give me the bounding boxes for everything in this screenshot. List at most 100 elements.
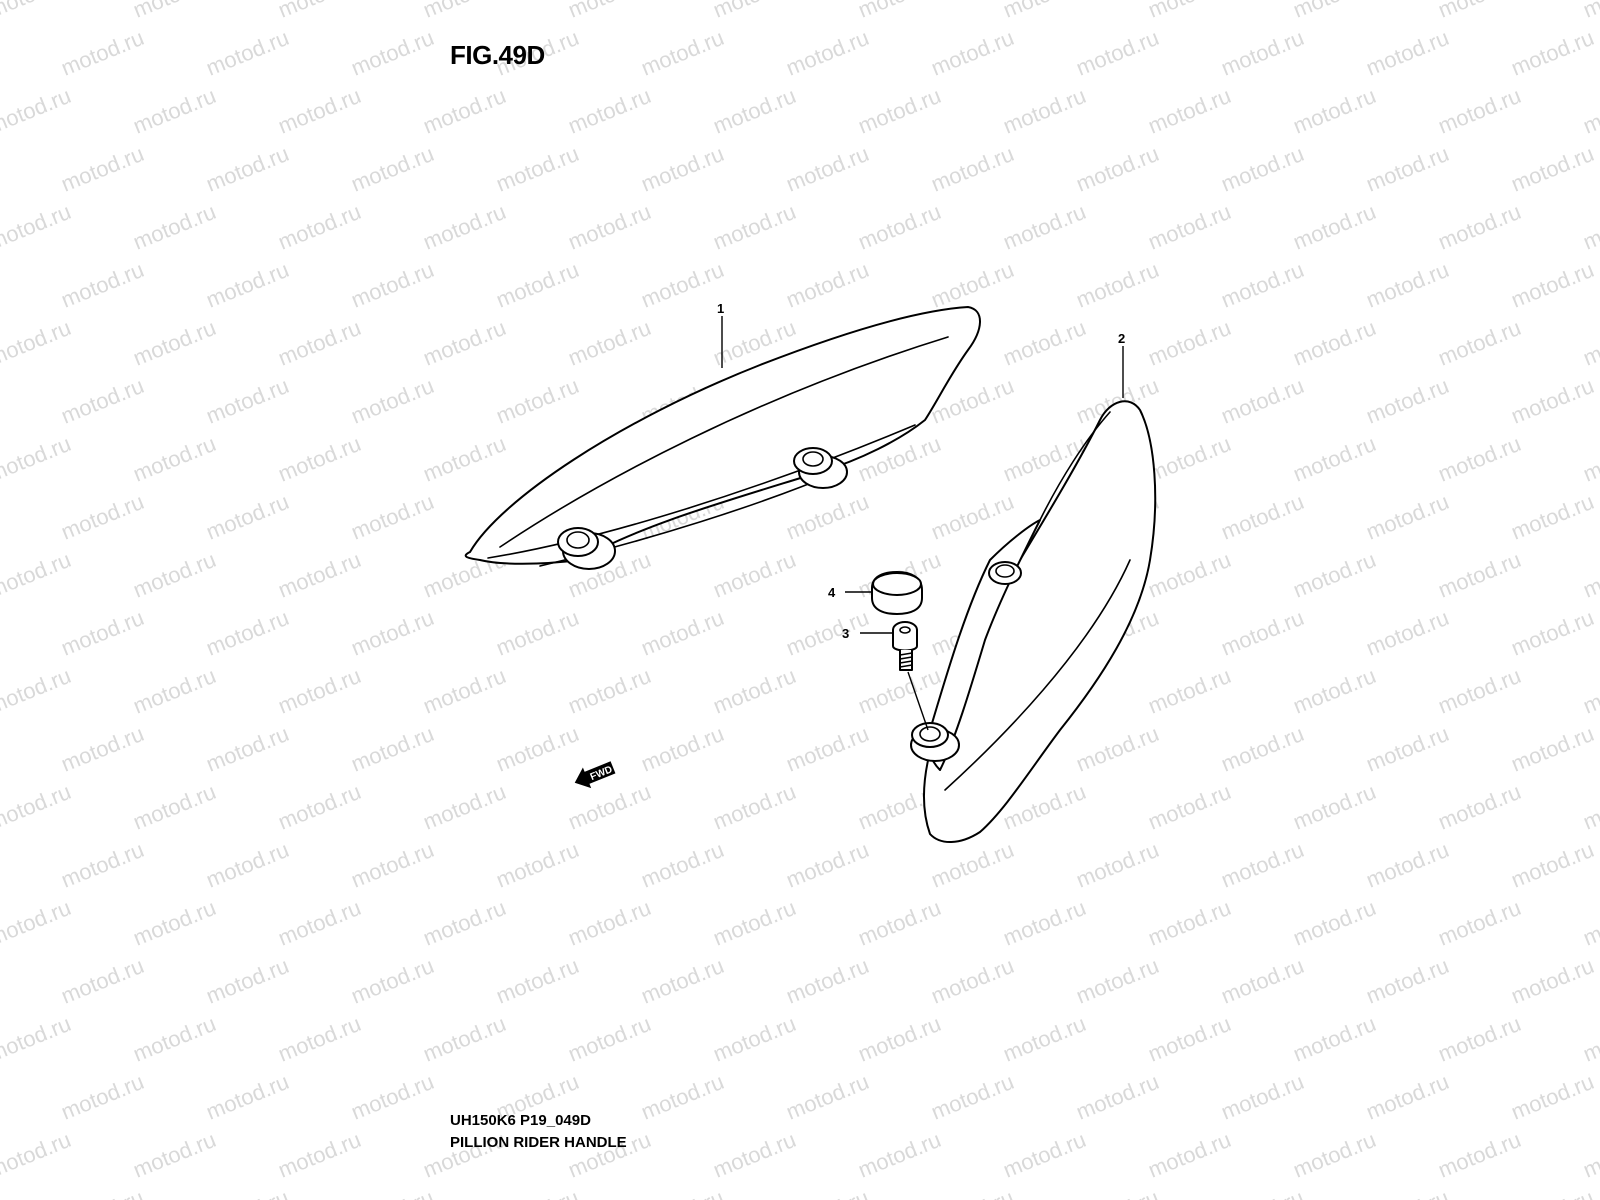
watermark-text: motod.ru [1000, 895, 1090, 951]
watermark-text: motod.ru [783, 489, 873, 545]
watermark-text: motod.ru [0, 83, 74, 139]
watermark-text: motod.ru [710, 1127, 800, 1183]
watermark-text: motod.ru [638, 953, 728, 1009]
watermark-text: motod.ru [1508, 721, 1598, 777]
part-1-left-handle[interactable] [464, 306, 981, 570]
watermark-text: motod.ru [710, 1011, 800, 1067]
watermark-text: motod.ru [1508, 25, 1598, 81]
watermark-text: motod.ru [1145, 779, 1235, 835]
watermark-text: motod.ru [928, 141, 1018, 197]
watermark-text: motod.ru [493, 1185, 583, 1200]
watermark-text: motod.ru [130, 431, 220, 487]
watermark-text: motod.ru [0, 605, 2, 661]
watermark-text: motod.ru [203, 141, 293, 197]
callout-2: 2 [1118, 331, 1125, 346]
watermark-text: motod.ru [1580, 895, 1600, 951]
watermark-text: motod.ru [58, 953, 148, 1009]
watermark-text: motod.ru [420, 663, 510, 719]
watermark-text: motod.ru [348, 489, 438, 545]
watermark-text: motod.ru [275, 779, 365, 835]
watermark-text: motod.ru [1363, 489, 1453, 545]
part-2-right-handle[interactable] [910, 400, 1157, 843]
watermark-text: motod.ru [1000, 0, 1090, 23]
watermark-text: motod.ru [58, 373, 148, 429]
watermark-text: motod.ru [1000, 315, 1090, 371]
watermark-text: motod.ru [1000, 199, 1090, 255]
watermark-text: motod.ru [58, 721, 148, 777]
watermark-text: motod.ru [1435, 1127, 1525, 1183]
watermark-text: motod.ru [0, 315, 74, 371]
watermark-text: motod.ru [58, 257, 148, 313]
watermark-text: motod.ru [420, 199, 510, 255]
watermark-text: motod.ru [1508, 837, 1598, 893]
watermark-text: motod.ru [1580, 547, 1600, 603]
watermark-text: motod.ru [130, 547, 220, 603]
watermark-text: motod.ru [275, 315, 365, 371]
watermark-text: motod.ru [0, 721, 2, 777]
watermark-text: motod.ru [275, 663, 365, 719]
watermark-text: motod.ru [1435, 779, 1525, 835]
watermark-text: motod.ru [855, 895, 945, 951]
part-3-bolt[interactable] [892, 621, 929, 731]
watermark-text: motod.ru [493, 605, 583, 661]
watermark-text: motod.ru [348, 141, 438, 197]
watermark-text: motod.ru [0, 837, 2, 893]
watermark-text: motod.ru [420, 1011, 510, 1067]
watermark-text: motod.ru [1073, 1069, 1163, 1125]
watermark-text: motod.ru [1073, 1185, 1163, 1200]
watermark-text: motod.ru [1363, 1185, 1453, 1200]
watermark-text: motod.ru [1435, 547, 1525, 603]
watermark-text: motod.ru [855, 199, 945, 255]
watermark-text: motod.ru [275, 83, 365, 139]
watermark-text: motod.ru [203, 489, 293, 545]
watermark-text: motod.ru [1435, 431, 1525, 487]
watermark-text: motod.ru [1073, 257, 1163, 313]
watermark-text: motod.ru [348, 1069, 438, 1125]
watermark-text: motod.ru [1580, 1011, 1600, 1067]
watermark-text: motod.ru [1363, 25, 1453, 81]
watermark-text: motod.ru [1363, 953, 1453, 1009]
watermark-text: motod.ru [1508, 257, 1598, 313]
watermark-text: motod.ru [855, 1011, 945, 1067]
watermark-text: motod.ru [1218, 837, 1308, 893]
watermark-text: motod.ru [0, 1011, 74, 1067]
watermark-text: motod.ru [928, 489, 1018, 545]
watermark-text: motod.ru [638, 721, 728, 777]
watermark-text: motod.ru [638, 1185, 728, 1200]
watermark-text: motod.ru [0, 547, 74, 603]
watermark-text: motod.ru [1508, 141, 1598, 197]
watermark-text: motod.ru [130, 1127, 220, 1183]
watermark-text: motod.ru [1435, 895, 1525, 951]
watermark-text: motod.ru [1580, 199, 1600, 255]
watermark-text: motod.ru [1000, 1011, 1090, 1067]
watermark-text: motod.ru [1363, 1069, 1453, 1125]
watermark-text: motod.ru [1508, 953, 1598, 1009]
watermark-text: motod.ru [638, 25, 728, 81]
watermark-text: motod.ru [493, 141, 583, 197]
watermark-text: motod.ru [1290, 1127, 1380, 1183]
watermark-text: motod.ru [1218, 141, 1308, 197]
watermark-text: motod.ru [855, 1127, 945, 1183]
watermark-text: motod.ru [203, 373, 293, 429]
watermark-text: motod.ru [1290, 83, 1380, 139]
watermark-text: motod.ru [420, 0, 510, 23]
watermark-text: motod.ru [1073, 721, 1163, 777]
watermark-text: motod.ru [1290, 779, 1380, 835]
watermark-text: motod.ru [130, 315, 220, 371]
watermark-text: motod.ru [0, 0, 74, 23]
watermark-text: motod.ru [1580, 315, 1600, 371]
watermark-text: motod.ru [1508, 1069, 1598, 1125]
watermark-text: motod.ru [928, 953, 1018, 1009]
watermark-text: motod.ru [1290, 547, 1380, 603]
watermark-text: motod.ru [275, 1011, 365, 1067]
watermark-text: motod.ru [638, 141, 728, 197]
watermark-text: motod.ru [130, 895, 220, 951]
part-4-cap[interactable] [871, 571, 923, 615]
watermark-text: motod.ru [638, 1069, 728, 1125]
watermark-text: motod.ru [1218, 489, 1308, 545]
watermark-text: motod.ru [0, 373, 2, 429]
watermark-text: motod.ru [1580, 431, 1600, 487]
watermark-text: motod.ru [203, 837, 293, 893]
watermark-text: motod.ru [348, 257, 438, 313]
watermark-text: motod.ru [1073, 837, 1163, 893]
